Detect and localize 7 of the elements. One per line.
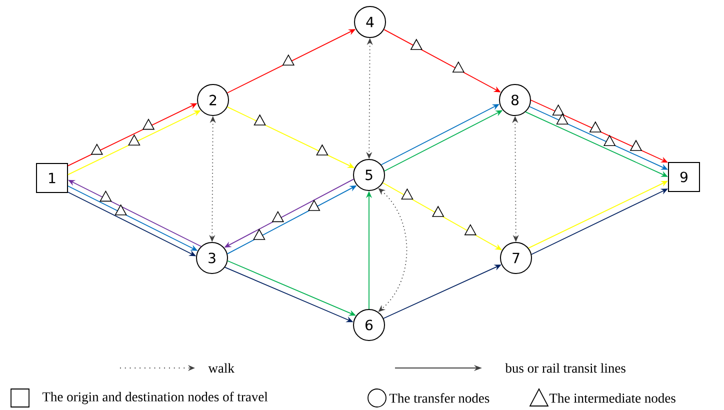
legend-text: walk [208,363,234,373]
legend-text: bus or rail transit lines [505,363,626,373]
legend-text: The origin and destination nodes of travel [42,392,268,404]
legend-text: The transfer nodes [389,393,490,403]
legend-text: The intermediate nodes [549,393,676,403]
origin-destination-box: 1 [36,163,68,193]
origin-destination-box: 9 [668,162,700,192]
